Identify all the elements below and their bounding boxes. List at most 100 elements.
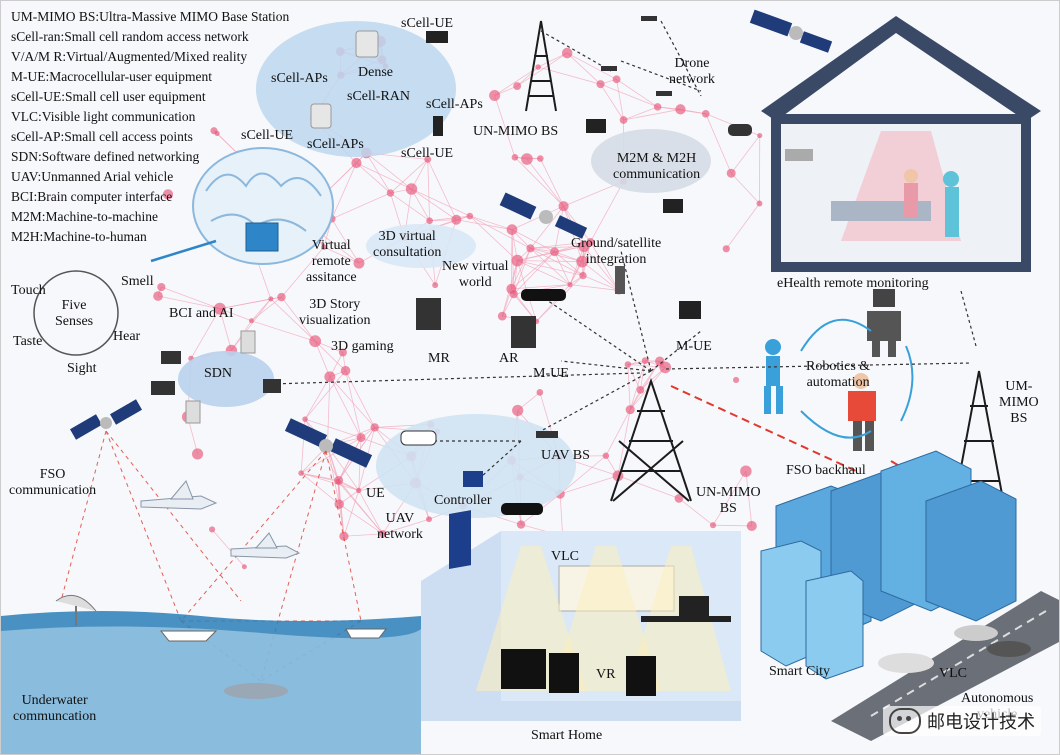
- mesh-node: [561, 47, 573, 59]
- mesh-node: [298, 470, 304, 476]
- mesh-node: [370, 423, 379, 432]
- mesh-link: [566, 52, 617, 80]
- mesh-link: [456, 219, 513, 230]
- mesh-node: [521, 153, 533, 165]
- label-scell-aps-bottom: sCell-APs: [307, 137, 364, 152]
- mesh-node: [157, 282, 166, 292]
- mesh-node: [426, 516, 432, 523]
- mesh-node: [625, 405, 635, 415]
- mesh-link: [517, 260, 584, 276]
- label-un-mimo-bs-top: UN-MIMO BS: [473, 124, 559, 139]
- label-touch: Touch: [11, 283, 46, 298]
- label-drone-network: Drone network: [669, 56, 715, 87]
- mesh-link: [356, 162, 391, 194]
- mesh-node: [339, 531, 349, 541]
- mesh-link: [590, 181, 624, 243]
- mesh-link: [427, 159, 457, 220]
- mesh-link: [516, 66, 539, 87]
- mesh-node: [709, 522, 717, 529]
- mesh-link: [511, 229, 555, 253]
- mesh-link: [539, 158, 564, 207]
- mesh-node: [641, 357, 649, 364]
- mesh-link: [583, 246, 620, 291]
- watermark-text: 邮电设计技术: [927, 712, 1035, 733]
- mesh-link: [337, 481, 345, 537]
- mesh-link: [331, 218, 360, 264]
- label-robotics: Robotics & automation: [806, 359, 871, 390]
- mesh-node: [302, 416, 308, 422]
- label-m-ue-center: M-UE: [533, 366, 569, 381]
- mesh-link: [623, 108, 681, 121]
- mesh-node: [353, 257, 365, 269]
- mesh-node: [550, 247, 559, 257]
- mesh-link: [605, 409, 631, 456]
- label-fso-communication: FSO communication: [9, 467, 97, 498]
- mesh-node: [535, 64, 541, 70]
- mesh-link: [251, 296, 282, 322]
- mesh-node: [722, 245, 730, 253]
- mesh-link: [469, 215, 518, 261]
- mesh-node: [655, 356, 665, 366]
- mesh-node: [506, 224, 518, 235]
- mesh-link: [494, 66, 539, 96]
- tower-um-mimo-right: [950, 370, 1008, 522]
- label-bci-ai: BCI and AI: [169, 306, 234, 321]
- mesh-node: [338, 348, 347, 357]
- airplane-1: [140, 480, 218, 510]
- mesh-node: [497, 311, 507, 321]
- mesh-link: [617, 475, 680, 499]
- mesh-link: [300, 437, 362, 474]
- mesh-node: [324, 371, 336, 383]
- label-dense: Dense: [358, 65, 393, 80]
- mesh-link: [161, 286, 220, 310]
- mesh-link: [329, 376, 362, 438]
- mesh-link: [345, 370, 376, 428]
- mesh-link: [629, 360, 646, 410]
- satellite-top-right: [749, 9, 833, 53]
- mesh-link: [411, 188, 457, 221]
- mesh-node: [426, 217, 433, 225]
- mesh-node: [192, 448, 204, 460]
- mesh-node: [746, 520, 757, 531]
- smart-home-room: [421, 510, 741, 721]
- mesh-link: [511, 251, 555, 290]
- mesh-node: [674, 494, 684, 503]
- satellite-top: [499, 192, 588, 239]
- mesh-link: [590, 241, 620, 291]
- mesh-node: [579, 271, 587, 280]
- label-um-mimo-bs-right: UM- MIMO BS: [999, 379, 1039, 426]
- mesh-node: [596, 80, 605, 89]
- label-controller: Controller: [434, 493, 492, 508]
- mesh-link: [511, 205, 564, 230]
- label-smell: Smell: [121, 274, 154, 289]
- mesh-link: [251, 320, 316, 342]
- mesh-link: [554, 251, 571, 285]
- label-virtual-remote: Virtual remote assitance: [306, 238, 357, 285]
- mesh-node: [309, 335, 322, 348]
- mesh-node: [356, 433, 366, 443]
- label-ue: UE: [366, 486, 385, 501]
- mesh-link: [270, 298, 316, 342]
- devices: [151, 30, 813, 515]
- label-mr: MR: [428, 351, 450, 366]
- mesh-node: [726, 168, 736, 178]
- mesh-link: [616, 79, 624, 121]
- mesh-node: [379, 530, 387, 538]
- mesh-link: [300, 472, 340, 505]
- mesh-link: [640, 360, 646, 390]
- label-sight: Sight: [67, 361, 97, 376]
- mesh-node: [489, 90, 501, 102]
- mesh-node: [511, 153, 519, 161]
- mesh-link: [304, 370, 346, 420]
- label-scell-aps-left: sCell-APs: [271, 71, 328, 86]
- mesh-link: [331, 192, 391, 220]
- mesh-link: [705, 113, 732, 174]
- robot: [867, 289, 901, 357]
- mesh-node: [578, 240, 590, 253]
- mesh-node: [356, 487, 362, 494]
- mesh-node: [513, 82, 522, 91]
- label-vlc-home: VLC: [551, 549, 579, 564]
- mesh-link: [513, 248, 531, 295]
- legend-item: M2H:Machine-to-human: [11, 229, 147, 244]
